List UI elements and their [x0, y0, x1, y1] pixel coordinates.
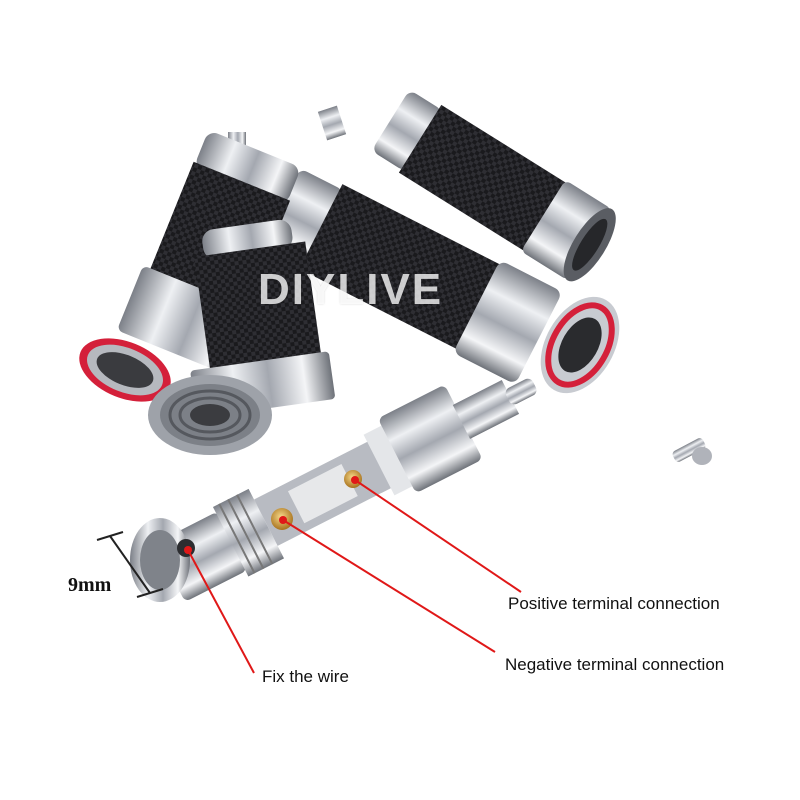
pointer-lines [184, 476, 522, 674]
connector-disassembled [130, 378, 537, 602]
negative-terminal-label: Negative terminal connection [505, 655, 725, 674]
positive-terminal-label: Positive terminal connection [508, 594, 720, 613]
loose-screw [672, 438, 712, 465]
watermark-text: DIYLIVE [258, 265, 444, 314]
connector-back-right [317, 92, 616, 282]
pointer-negative [282, 519, 496, 653]
pointer-fix [187, 549, 255, 674]
fix-wire-label: Fix the wire [262, 667, 349, 686]
connector-middle-right [264, 170, 620, 394]
pointer-positive [354, 479, 522, 593]
connector-left [79, 132, 299, 402]
dimension-label: 9mm [68, 574, 112, 596]
connector-front [148, 219, 335, 455]
dimension-marker [96, 531, 164, 598]
